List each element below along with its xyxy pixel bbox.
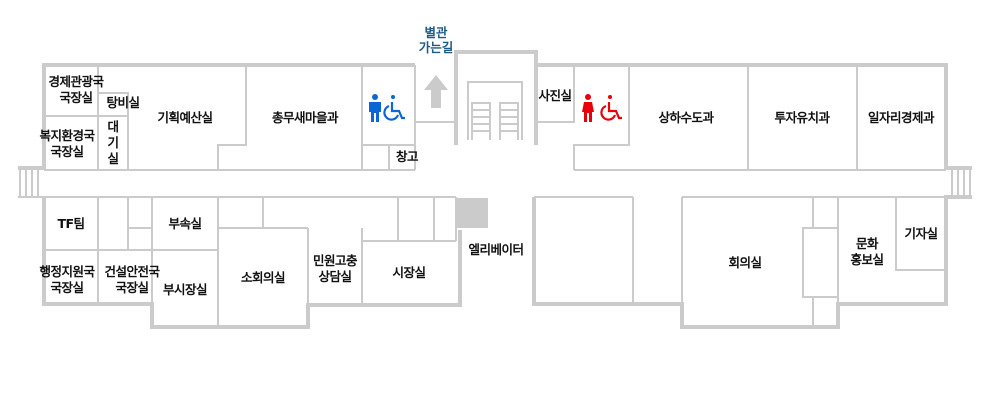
arrow-up-icon — [424, 75, 448, 108]
room-mayor[interactable]: 시장실 — [392, 265, 426, 280]
wheelchair-icon — [600, 95, 622, 121]
room-press[interactable]: 기자실 — [904, 226, 938, 241]
room-storage[interactable]: 창고 — [395, 149, 419, 164]
room-meeting[interactable]: 회의실 — [728, 255, 762, 270]
elevator-shaft — [457, 198, 488, 228]
room-tf-team[interactable]: TF팀 — [57, 216, 85, 231]
annex-route-label[interactable]: 별관 가는길 — [418, 25, 454, 55]
room-jobs-economy[interactable]: 일자리경제과 — [867, 110, 935, 125]
room-culture-pr[interactable]: 문화 홍보실 — [850, 236, 884, 267]
room-small-meeting[interactable]: 소회의실 — [240, 270, 286, 285]
room-photo[interactable]: 사진실 — [538, 88, 572, 103]
room-admin-support-director[interactable]: 행정지원국 국장실 — [39, 264, 95, 295]
room-planning-budget[interactable]: 기획예산실 — [157, 110, 213, 125]
female-restroom-icon — [582, 94, 594, 122]
room-general-affairs[interactable]: 총무새마을과 — [271, 110, 339, 125]
inner-walls — [18, 65, 971, 326]
room-pantry[interactable]: 탕비실 — [106, 95, 140, 110]
room-civil-complaint[interactable]: 민원고충 상담실 — [312, 253, 358, 284]
wheelchair-icon — [383, 95, 405, 121]
room-construction-safety-director[interactable]: 건설안전국 국장실 — [104, 264, 160, 295]
room-secretary[interactable]: 부속실 — [168, 216, 202, 231]
room-welfare-env-director[interactable]: 복지환경국 국장실 — [39, 128, 95, 159]
room-investment[interactable]: 투자유치과 — [774, 110, 830, 125]
room-vice-mayor[interactable]: 부시장실 — [162, 282, 208, 297]
male-restroom-icon — [369, 94, 381, 122]
room-water-sewer[interactable]: 상하수도과 — [658, 110, 714, 125]
elevator[interactable]: 엘리베이터 — [468, 242, 524, 257]
outer-walls — [18, 50, 972, 329]
room-waiting[interactable]: 대 기 실 — [107, 119, 119, 166]
room-economy-tourism-director[interactable]: 경제관광국 국장실 — [48, 74, 104, 105]
